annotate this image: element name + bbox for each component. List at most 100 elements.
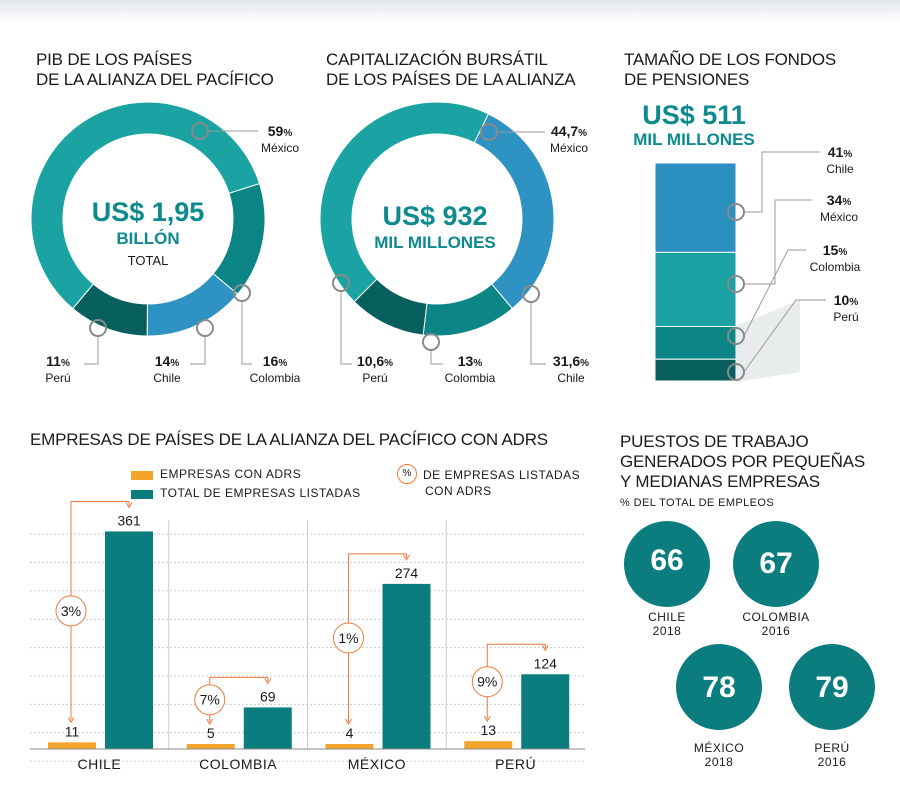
adr-label-total-3: 124 (534, 655, 558, 671)
adr-category-0: CHILE (78, 756, 122, 772)
pib-label-chile: 14% Chile (145, 354, 189, 386)
cap-label-peru: 10,6% Perú (350, 354, 400, 386)
adr-pct-circle-1 (194, 684, 226, 716)
pens-title-line2: DE PENSIONES (624, 70, 750, 89)
cap-title: CAPITALIZACIÓN BURSÁTIL DE LOS PAÍSES DE… (326, 50, 576, 90)
pens-segment-1 (654, 251, 737, 328)
cap-leader-2 (430, 350, 443, 365)
adr-label-adrs-0: 11 (65, 723, 80, 739)
adr-pct-label-2: 1% (338, 630, 358, 646)
pib-center-total: TOTAL (127, 253, 169, 268)
pib-center-unit: BILLÓN (116, 229, 180, 248)
adr-arrow-bottom-2 (345, 718, 352, 725)
adr-title: EMPRESAS DE PAÍSES DE LA ALIANZA DEL PAC… (30, 430, 548, 449)
pib-leader-3 (84, 336, 99, 365)
jobs-title-line2: GENERADOS POR PEQUEÑAS (620, 452, 865, 471)
cap-chile-value: 31,6 (552, 353, 581, 369)
pib-slice-0 (30, 101, 261, 310)
adr-pct-label-1: 7% (200, 692, 220, 708)
cap-leader-3 (340, 291, 352, 365)
pib-colombia-value: 16 (262, 353, 279, 369)
jobs-circle-chile: 66 (624, 521, 710, 607)
cap-marker-3 (332, 274, 350, 292)
pens-label-chile: 41% Chile (820, 145, 860, 177)
pens-colombia-value: 15 (822, 242, 839, 258)
pib-marker-1 (233, 284, 251, 302)
pens-leader-0 (744, 151, 820, 213)
legend-label-total: TOTAL DE EMPRESAS LISTADAS (160, 486, 361, 500)
pib-chile-name: Chile (153, 371, 181, 385)
pens-peru-name: Perú (833, 310, 859, 324)
jobs-colombia-year: 2016 (761, 624, 791, 638)
cap-center: US$ 932 MIL MILLONES (360, 200, 510, 254)
legend-swatch-adrs (131, 471, 153, 480)
pens-colombia-name: Colombia (809, 260, 861, 274)
adr-pct-label-3: 9% (477, 674, 497, 690)
pib-colombia-name: Colombia (249, 371, 301, 385)
pens-amount-block: US$ 511 MIL MILLONES (624, 100, 764, 150)
pib-title-line2: DE LA ALIANZA DEL PACÍFICO (36, 70, 274, 89)
jobs-title: PUESTOS DE TRABAJO GENERADOS POR PEQUEÑA… (620, 432, 865, 492)
pens-segment-2 (654, 326, 737, 360)
cap-marker-1 (522, 285, 540, 303)
pens-label-peru: 10% Perú (826, 293, 866, 325)
pib-label-mexico: 59% México (252, 124, 308, 156)
legend-pct-line2: CON ADRS (425, 484, 492, 498)
pens-title: TAMAÑO DE LOS FONDOS DE PENSIONES (624, 50, 836, 90)
adr-pct-circle-0 (55, 595, 87, 627)
adr-arrow-top-1 (264, 678, 272, 685)
jobs-subtitle: % DEL TOTAL DE EMPLEOS (620, 497, 775, 509)
adr-label-adrs-3: 13 (480, 722, 496, 738)
pens-marker-0 (727, 203, 745, 221)
pib-marker-3 (89, 319, 107, 337)
cap-slice-0 (319, 101, 490, 303)
adr-label-total-2: 274 (395, 565, 419, 581)
adr-label-adrs-2: 4 (346, 725, 354, 741)
legend-swatch-total (131, 490, 153, 499)
adr-bar-total-1 (243, 707, 292, 749)
jobs-title-line3: Y MEDIANAS EMPRESAS (620, 472, 820, 491)
pens-label-colombia: 15% Colombia (804, 243, 866, 275)
adr-bar-total-2 (382, 583, 431, 749)
adr-arrow-top-0 (125, 502, 133, 509)
jobs-mexico-year: 2018 (704, 755, 734, 769)
pib-mexico-name: México (260, 141, 299, 155)
pens-peru-value: 10 (833, 292, 850, 308)
pib-title-line1: PIB DE LOS PAÍSES (36, 50, 192, 69)
adr-bar-adrs-0 (48, 742, 96, 749)
pens-marker-2 (727, 327, 745, 345)
adr-category-1: COLOMBIA (199, 756, 277, 772)
legend-label-adrs: EMPRESAS CON ADRS (160, 467, 302, 481)
cap-mexico-value: 44,7 (550, 123, 579, 139)
adr-arrow-bottom-3 (483, 715, 491, 723)
adr-bar-adrs-3 (464, 741, 513, 749)
pens-unit: MIL MILLONES (633, 130, 755, 149)
cap-label-colombia: 13% Colombia (440, 354, 500, 386)
pens-title-line1: TAMAÑO DE LOS FONDOS (624, 50, 836, 69)
cap-label-mexico: 44,7% México (540, 124, 598, 156)
pens-mexico-value: 34 (826, 192, 843, 208)
pib-slice-3 (72, 283, 148, 337)
legend-pct-circle: % (397, 464, 417, 484)
adr-arrow-top-2 (403, 554, 410, 561)
jobs-peru-year: 2016 (817, 755, 847, 769)
pib-peru-name: Perú (45, 371, 71, 385)
adr-arrow-bottom-0 (67, 717, 75, 724)
adr-arrow-bottom-1 (206, 718, 214, 725)
adr-category-3: PERÚ (495, 756, 536, 772)
cap-leader-1 (530, 302, 546, 365)
pib-label-colombia: 16% Colombia (244, 354, 306, 386)
adr-bar-total-3 (521, 674, 570, 749)
adr-bar-adrs-2 (325, 744, 374, 749)
cap-peru-value: 10,6 (356, 353, 385, 369)
pens-chile-value: 41 (827, 144, 844, 160)
pib-marker-0 (191, 122, 209, 140)
legend-pct-line1: DE EMPRESAS LISTADAS (423, 468, 581, 482)
cap-title-line2: DE LOS PAÍSES DE LA ALIANZA (326, 70, 576, 89)
pens-mexico-name: México (819, 210, 858, 224)
pib-title: PIB DE LOS PAÍSES DE LA ALIANZA DEL PACÍ… (36, 50, 274, 90)
pens-leader-2 (743, 249, 806, 337)
adr-label-adrs-1: 5 (207, 725, 215, 741)
